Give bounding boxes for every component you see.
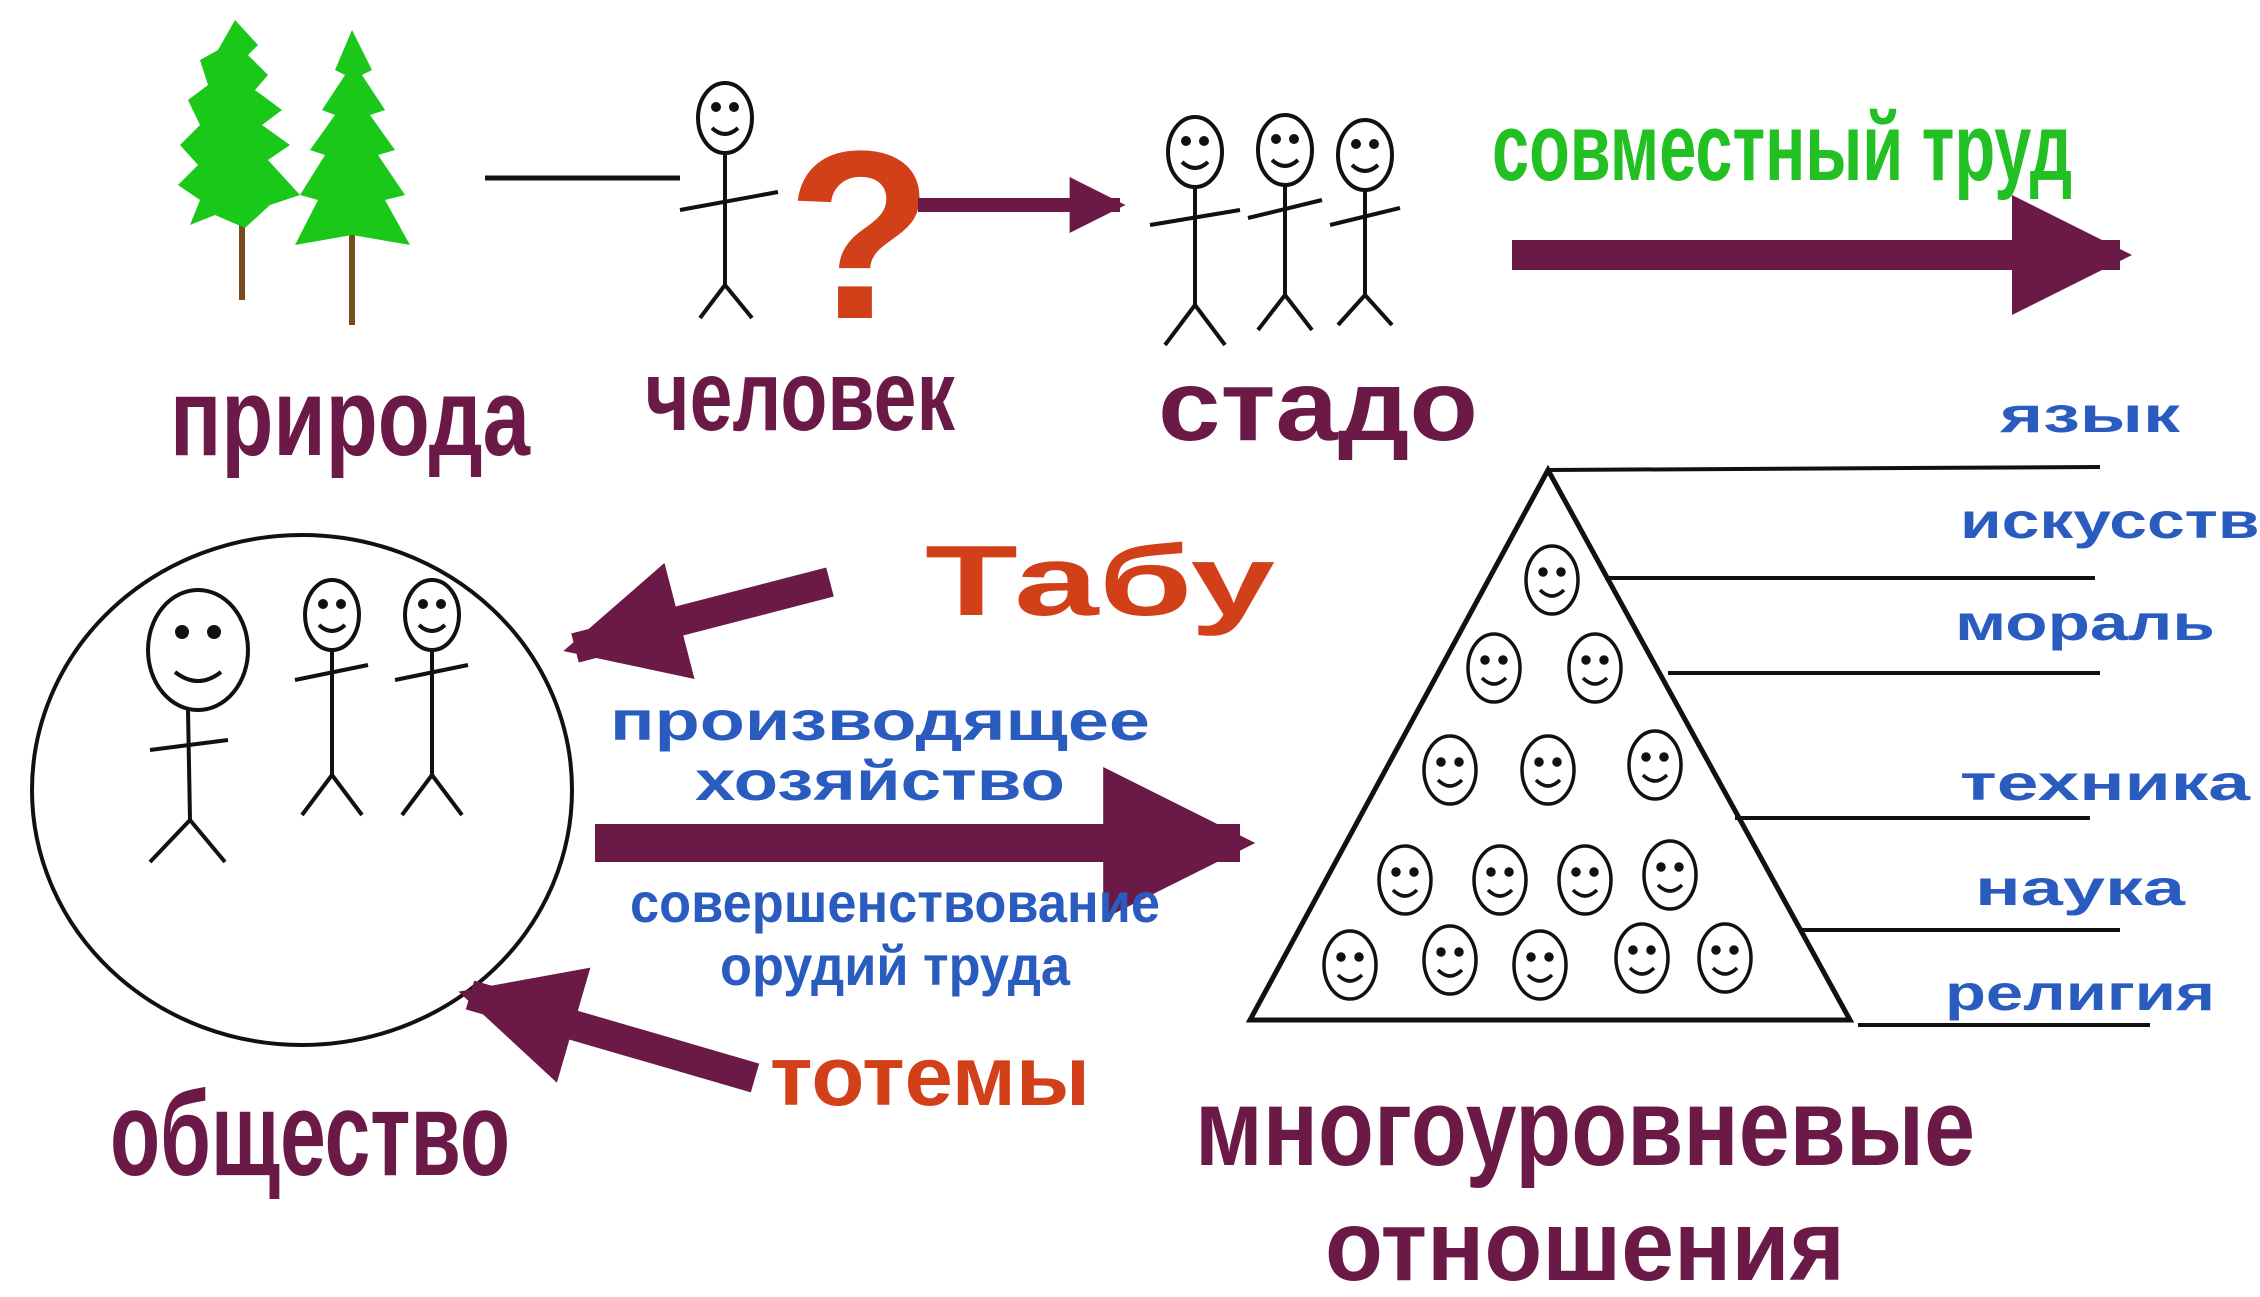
- producing-economy-line1: производящее: [610, 689, 1150, 752]
- smiley-face-icon: [1614, 922, 1670, 994]
- human-stick-figure-icon: [679, 81, 779, 320]
- tools-improvement-line1: совершенствование: [630, 871, 1160, 934]
- smiley-face-icon: [1520, 734, 1576, 806]
- smiley-face-icon: [1627, 729, 1683, 801]
- pyramid: [1245, 464, 1855, 1023]
- level-label-science: наука: [1975, 860, 2187, 916]
- tools-improvement-line2: орудий труда: [720, 934, 1071, 997]
- multilevel-relations-line2: отношения: [1325, 1190, 1845, 1297]
- smiley-face-icon: [1567, 632, 1623, 704]
- herd-stick-figures-icon: [1149, 113, 1401, 347]
- level-label-art: искусство: [1960, 493, 2260, 549]
- nature-label: природа: [170, 356, 531, 479]
- smiley-face-icon: [1524, 544, 1580, 616]
- pyramid-level-lines: [1547, 465, 2150, 1027]
- level-label-morality: мораль: [1955, 595, 2215, 651]
- smiley-face-icon: [1557, 844, 1613, 916]
- tree-icon-left: [178, 20, 300, 300]
- totems-label: тотемы: [770, 1029, 1090, 1123]
- joint-labor-label: совместный труд: [1492, 94, 2072, 201]
- tree-icon-right: [295, 30, 410, 325]
- question-mark: ?: [787, 101, 934, 369]
- smiley-face-icon: [1422, 924, 1478, 996]
- smiley-face-icon: [1322, 929, 1378, 1001]
- level-label-technology: техника: [1960, 755, 2252, 811]
- society-label: общество: [110, 1067, 510, 1201]
- herd-label: стадо: [1158, 350, 1478, 462]
- arrow-taboo-to-society: [563, 562, 834, 680]
- human-label: человек: [645, 340, 956, 452]
- smiley-face-icon: [1466, 632, 1522, 704]
- taboo-label: Табу: [925, 525, 1276, 637]
- society-circle: [30, 533, 574, 1047]
- level-label-language: язык: [1999, 387, 2182, 443]
- society-stick-figures-icon: [146, 578, 469, 864]
- smiley-face-icon: [1422, 734, 1478, 806]
- smiley-face-icon: [1377, 844, 1433, 916]
- smiley-face-icon: [1642, 839, 1698, 911]
- smiley-face-icon: [1512, 929, 1568, 1001]
- pyramid-smiley-faces-icon: [1322, 544, 1753, 1001]
- arrow-totems-to-society: [458, 967, 760, 1093]
- multilevel-relations-line1: многоуровневые: [1195, 1066, 1975, 1189]
- smiley-face-icon: [1472, 844, 1528, 916]
- level-label-religion: религия: [1945, 965, 2215, 1021]
- producing-economy-line2: хозяйство: [695, 749, 1065, 812]
- smiley-face-icon: [1697, 922, 1753, 994]
